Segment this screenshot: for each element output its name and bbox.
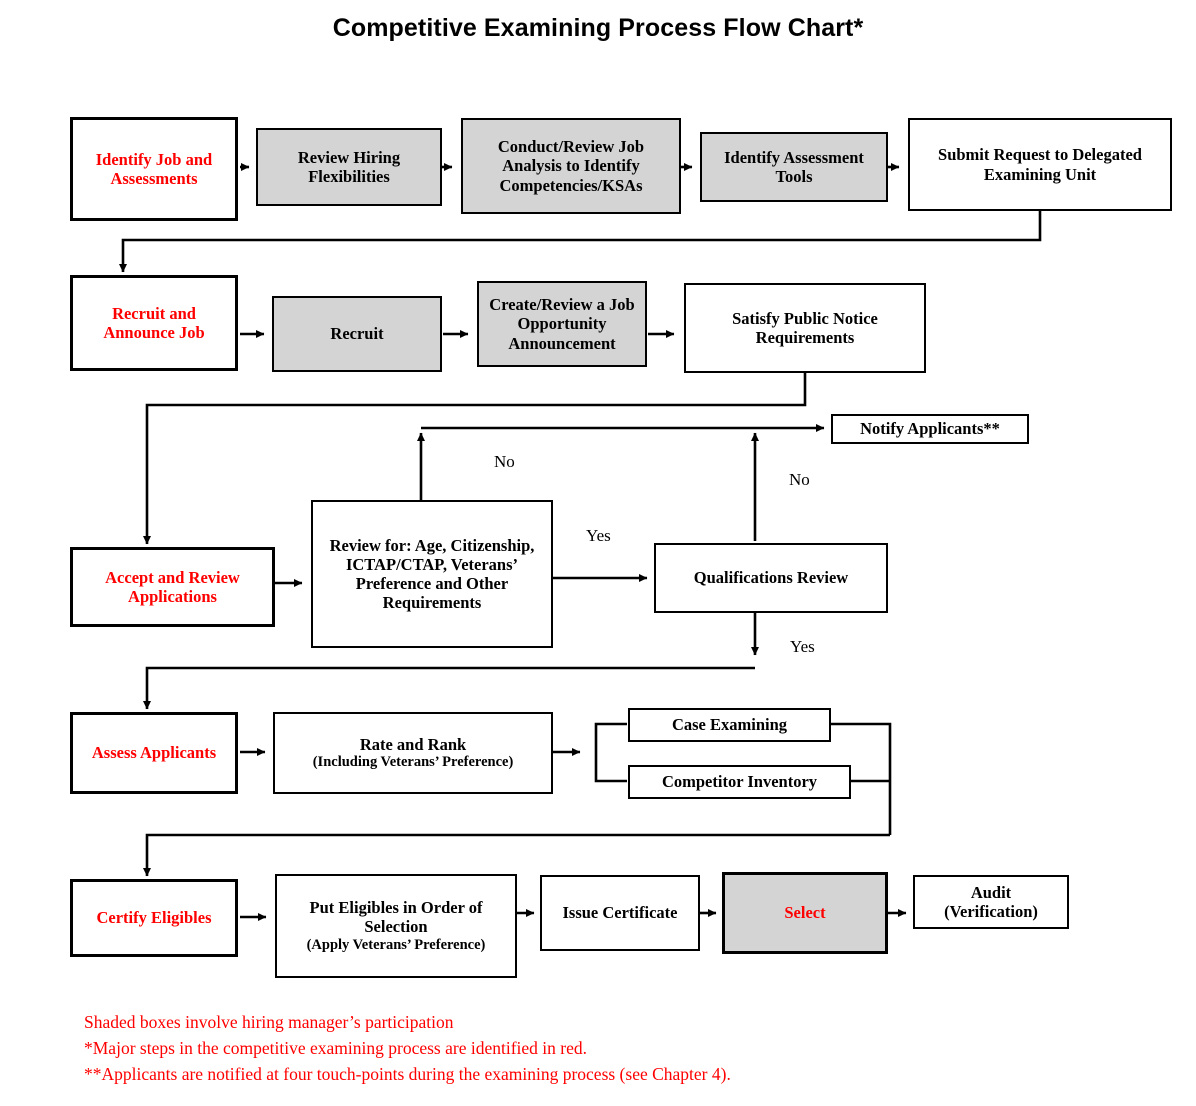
node-select[interactable]: Select (722, 872, 888, 954)
node-put-eligibles-in-order[interactable]: Put Eligibles in Order of Selection (App… (275, 874, 517, 978)
node-review-hiring-flexibilities[interactable]: Review Hiring Flexibilities (256, 128, 442, 206)
node-rate-and-rank[interactable]: Rate and Rank (Including Veterans’ Prefe… (273, 712, 553, 794)
node-create-review-joa[interactable]: Create/Review a Job Opportunity Announce… (477, 281, 647, 367)
node-case-examining-label: Case Examining (671, 715, 788, 735)
node-certify-eligibles-label: Certify Eligibles (96, 908, 212, 928)
node-select-label: Select (784, 903, 826, 923)
node-audit[interactable]: Audit (Verification) (913, 875, 1069, 929)
node-competitor-inventory-label: Competitor Inventory (661, 772, 818, 792)
node-audit-label: Audit (Verification) (919, 883, 1063, 922)
node-notify-applicants[interactable]: Notify Applicants** (831, 414, 1029, 444)
node-competitor-inventory[interactable]: Competitor Inventory (628, 765, 851, 799)
node-recruit-and-announce-job-label: Recruit and Announce Job (103, 303, 205, 342)
node-notify-applicants-label: Notify Applicants** (860, 419, 1000, 439)
edge-label-yes-left: Yes (586, 526, 611, 545)
node-qualifications-review-label: Qualifications Review (693, 568, 849, 588)
edge-label-yes-bottom: Yes (790, 637, 815, 656)
node-conduct-review-job-analysis-label: Conduct/Review Job Analysis to Identify … (497, 137, 645, 195)
node-put-eligibles-title: Put Eligibles in Order of Selection (309, 898, 483, 937)
node-rate-and-rank-title: Rate and Rank (359, 734, 467, 754)
node-satisfy-public-notice[interactable]: Satisfy Public Notice Requirements (684, 283, 926, 373)
node-rate-and-rank-label: Rate and Rank (Including Veterans’ Prefe… (279, 735, 547, 771)
node-identify-job[interactable]: Identify Job and Assessments (70, 117, 238, 221)
node-satisfy-public-notice-label: Satisfy Public Notice Requirements (732, 308, 878, 347)
node-audit-subtitle: (Verification) (944, 901, 1038, 921)
node-recruit-label: Recruit (330, 324, 384, 344)
node-submit-request-label: Submit Request to Delegated Examining Un… (938, 145, 1142, 184)
node-case-examining[interactable]: Case Examining (628, 708, 831, 742)
node-review-hiring-flexibilities-label: Review Hiring Flexibilities (297, 147, 401, 186)
node-issue-certificate-label: Issue Certificate (562, 903, 678, 923)
node-assess-applicants[interactable]: Assess Applicants (70, 712, 238, 794)
node-accept-and-review-applications[interactable]: Accept and Review Applications (70, 547, 275, 627)
node-put-eligibles-in-order-label: Put Eligibles in Order of Selection (App… (281, 898, 511, 953)
edge-label-no-left: No (494, 452, 515, 471)
node-submit-request[interactable]: Submit Request to Delegated Examining Un… (908, 118, 1172, 211)
node-put-eligibles-subtitle: (Apply Veterans’ Preference) (306, 936, 486, 953)
node-certify-eligibles[interactable]: Certify Eligibles (70, 879, 238, 957)
node-accept-and-review-applications-label: Accept and Review Applications (105, 567, 240, 606)
footnote-major-steps: *Major steps in the competitive examinin… (84, 1037, 587, 1058)
node-conduct-review-job-analysis[interactable]: Conduct/Review Job Analysis to Identify … (461, 118, 681, 214)
node-identify-job-label: Identify Job and Assessments (95, 149, 213, 188)
node-identify-assessment-tools-label: Identify Assessment Tools (724, 147, 864, 186)
page-title: Competitive Examining Process Flow Chart… (332, 14, 864, 42)
node-review-for-label: Review for: Age, Citizenship, ICTAP/CTAP… (329, 535, 535, 613)
node-recruit[interactable]: Recruit (272, 296, 442, 372)
edge-label-no-right: No (789, 470, 810, 489)
node-issue-certificate[interactable]: Issue Certificate (540, 875, 700, 951)
node-rate-and-rank-subtitle: (Including Veterans’ Preference) (312, 754, 514, 770)
node-recruit-and-announce-job[interactable]: Recruit and Announce Job (70, 275, 238, 371)
footnote-applicants-notified: **Applicants are notified at four touch-… (84, 1063, 731, 1084)
node-audit-title: Audit (970, 882, 1012, 902)
node-review-for[interactable]: Review for: Age, Citizenship, ICTAP/CTAP… (311, 500, 553, 648)
node-create-review-joa-label: Create/Review a Job Opportunity Announce… (489, 295, 635, 353)
node-identify-assessment-tools[interactable]: Identify Assessment Tools (700, 132, 888, 202)
node-assess-applicants-label: Assess Applicants (91, 743, 217, 763)
node-qualifications-review[interactable]: Qualifications Review (654, 543, 888, 613)
footnote-shaded-boxes: Shaded boxes involve hiring manager’s pa… (84, 1012, 454, 1032)
footnotes: Shaded boxes involve hiring manager’s pa… (84, 1010, 731, 1088)
